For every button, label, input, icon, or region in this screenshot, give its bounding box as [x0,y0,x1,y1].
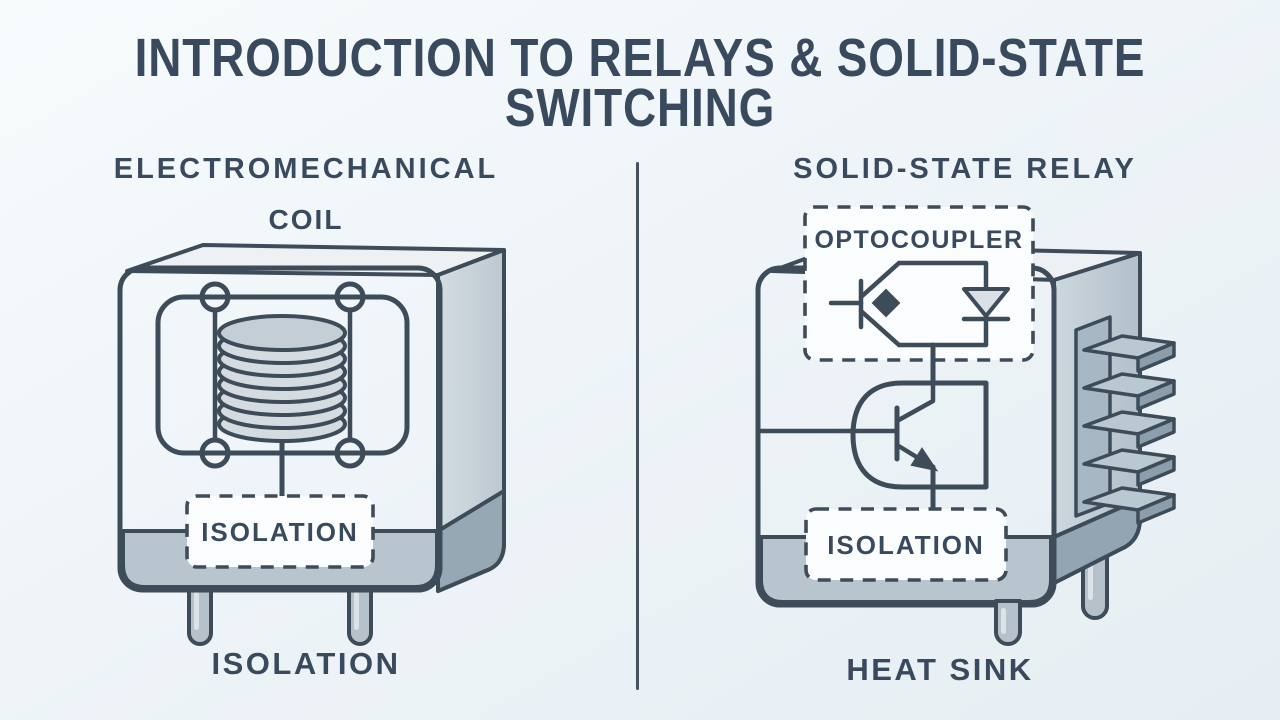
solid-state-relay-illustration: ISOLATION OPTOCOUPLER [755,205,1176,646]
transistor-collector [894,380,936,424]
heat-sink-icon [1074,315,1176,525]
relay-side-bottom-band [436,489,506,593]
coil-circuit [155,281,410,501]
left-panel-heading: ELECTROMECHANICAL [113,153,499,185]
photodiode-diamond [871,288,901,318]
optocoupler-dashed-box: OPTOCOUPLER [803,205,1035,362]
coil-terminal [334,437,366,469]
right-panel-caption: HEAT SINK [846,652,1034,687]
right-panel-heading: SOLID-STATE RELAY [793,153,1137,185]
pin-highlight [194,592,199,630]
electromechanical-relay-illustration: ISOLATION [117,243,506,646]
heat-sink-fin [1082,334,1176,373]
heat-sink-fin [1082,448,1176,487]
heat-sink-fin [1082,486,1176,525]
title-line-1: INTRODUCTION TO RELAYS & SOLID-STATE [134,28,1146,88]
transistor-symbol-icon [755,380,989,514]
led-diode-icon [961,287,1011,322]
pin-highlight [354,592,359,630]
emitter-arrow [910,447,939,472]
heat-sink-fin [1082,372,1176,411]
right-isolation-dashed-box: ISOLATION [804,507,1008,582]
coil-label: COIL [268,204,344,235]
coil-terminal [199,437,231,469]
coil-terminals [199,281,366,469]
coil-terminal [334,281,366,313]
optocoupler-box-label: OPTOCOUPLER [814,226,1023,254]
coil-icon [217,314,347,443]
page-title: INTRODUCTION TO RELAYS & SOLID-STATE SWI… [96,28,1184,138]
title-line-2: SWITCHING [504,78,776,138]
phototransistor-icon [828,260,902,348]
heat-sink-fin [1082,410,1176,449]
ssr-pin-front [994,599,1022,646]
transistor-outline [850,380,989,490]
left-isolation-box-label: ISOLATION [201,517,359,547]
left-isolation-dashed-box: ISOLATION [185,494,375,569]
relay-front-face [117,265,443,593]
right-isolation-box-label: ISOLATION [827,530,985,560]
relay-pins [187,578,373,646]
panel-divider-line [636,162,639,690]
optocoupler-symbol-icon [828,260,1011,348]
pin-highlight [1001,608,1006,634]
left-panel-caption: ISOLATION [211,646,401,681]
coil-terminal [199,281,231,313]
